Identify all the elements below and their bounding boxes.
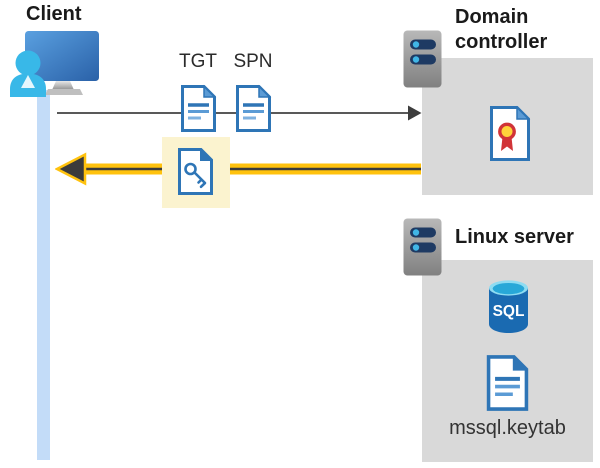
domain-controller-server-icon xyxy=(403,30,442,88)
spn-label: SPN xyxy=(233,51,273,72)
sql-database-icon: SQL xyxy=(489,280,528,333)
domain-controller-label: Domain controller xyxy=(455,6,548,53)
client-label: Client xyxy=(26,3,82,25)
key-ticket-icon xyxy=(178,148,213,195)
tgt-label: TGT xyxy=(179,51,217,72)
keytab-filename-label: mssql.keytab xyxy=(449,417,566,439)
spn-document-icon xyxy=(236,84,272,132)
monitor-icon xyxy=(25,31,99,95)
keytab-document-icon xyxy=(486,355,529,411)
user-icon xyxy=(10,50,46,97)
client-workstation-icon xyxy=(10,31,99,97)
sql-text: SQL xyxy=(493,303,525,320)
tgt-document-icon xyxy=(181,84,217,132)
response-arrow xyxy=(55,152,421,186)
linux-server-label: Linux server xyxy=(455,226,574,248)
certificate-icon xyxy=(490,105,531,161)
linux-server-icon xyxy=(403,218,442,276)
request-arrow xyxy=(57,105,422,121)
client-lifeline xyxy=(37,90,50,460)
